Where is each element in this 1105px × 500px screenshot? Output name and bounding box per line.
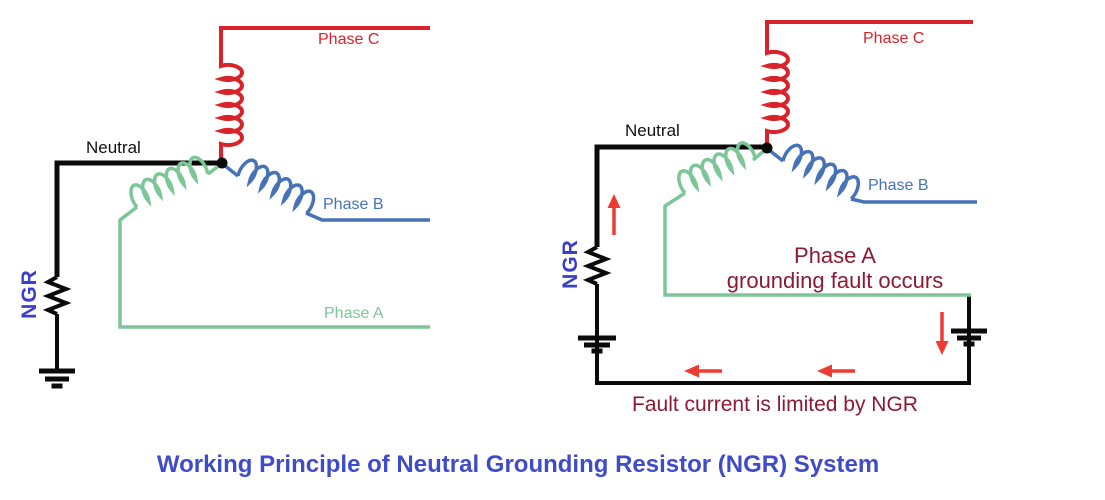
fault-return-wire [595, 284, 971, 385]
current-arrow-down [935, 312, 949, 355]
star-point-junction-left [216, 157, 228, 169]
grounding-fault-line1: Phase A [794, 243, 876, 268]
grounding-fault-line2: grounding fault occurs [726, 268, 944, 294]
fault-current-annotation: Fault current is limited by NGR [632, 393, 918, 416]
grounding-fault-annotation: Phase A grounding fault occurs [705, 243, 965, 294]
phase-a-faulted-wire [663, 191, 971, 297]
ngr-label-left: NGR [17, 269, 41, 319]
current-arrow-left-2 [817, 364, 855, 378]
star-point-junction-right [761, 142, 773, 154]
right-circuit [578, 20, 987, 385]
phase-b-wire-right [850, 197, 977, 204]
left-circuit [39, 26, 430, 389]
phase-c-winding-left [214, 26, 430, 163]
phase-a-wire-left [118, 205, 430, 329]
phase-c-label-right: Phase C [863, 30, 925, 47]
ngr-label-right: NGR [558, 239, 582, 289]
ngr-resistor-right [582, 245, 612, 286]
phase-a-label-left: Phase A [324, 305, 384, 322]
phase-b-coil-right [781, 143, 861, 201]
diagram-title: Working Principle of Neutral Grounding R… [156, 451, 880, 478]
neutral-wire-right [594, 144, 767, 247]
neutral-wire-left [54, 160, 222, 277]
phase-b-lead-right [767, 148, 785, 163]
phase-b-wire-left [305, 211, 430, 222]
phase-a-coil-right [677, 141, 758, 195]
ngr-resistor-left [42, 275, 72, 316]
current-arrow-up [607, 194, 621, 235]
phase-b-label-right: Phase B [868, 177, 929, 194]
phase-c-winding-right [760, 20, 973, 148]
phase-b-coil-left [236, 158, 316, 215]
current-arrow-left-1 [684, 364, 722, 378]
neutral-label-left: Neutral [86, 138, 141, 157]
phase-c-label-left: Phase C [318, 31, 380, 48]
phase-a-coil-left [129, 155, 210, 209]
phase-b-lead-left [222, 163, 240, 178]
neutral-label-right: Neutral [625, 121, 680, 140]
phase-b-label-left: Phase B [323, 196, 384, 213]
